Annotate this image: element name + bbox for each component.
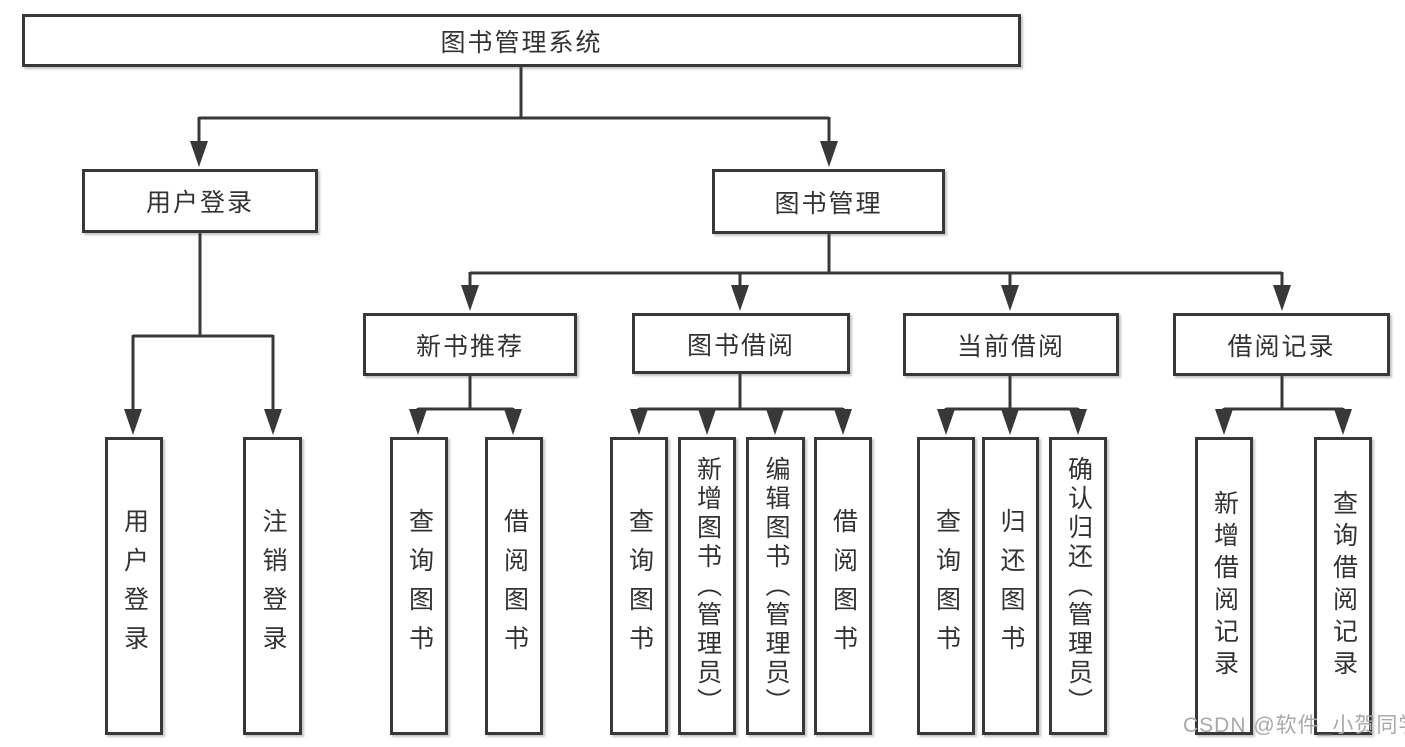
node-book-borrow-label: 图书借阅 bbox=[686, 331, 795, 360]
leaf-borrow-query-book-label: 查询图书 bbox=[625, 508, 654, 664]
node-root: 图书管理系统 bbox=[22, 14, 1021, 67]
leaf-borrow-add-book-admin-label: 新增图书（管理员） bbox=[693, 455, 722, 717]
leaf-records-add-record: 新增借阅记录 bbox=[1195, 437, 1253, 735]
node-current-borrow: 当前借阅 bbox=[903, 313, 1119, 376]
node-root-label: 图书管理系统 bbox=[440, 28, 603, 57]
node-borrow-records: 借阅记录 bbox=[1173, 313, 1390, 376]
leaf-recommend-query-book: 查询图书 bbox=[390, 437, 448, 735]
node-new-book-recommend: 新书推荐 bbox=[363, 313, 577, 376]
leaf-current-query-book-label: 查询图书 bbox=[932, 508, 961, 664]
node-user-login: 用户登录 bbox=[82, 169, 318, 233]
leaf-borrow-borrow-book-label: 借阅图书 bbox=[829, 508, 858, 664]
node-borrow-records-label: 借阅记录 bbox=[1227, 332, 1336, 361]
node-user-login-label: 用户登录 bbox=[145, 189, 254, 217]
node-new-book-recommend-label: 新书推荐 bbox=[415, 332, 524, 361]
leaf-borrow-edit-book-admin-label: 编辑图书（管理员） bbox=[762, 455, 790, 717]
leaf-current-query-book: 查询图书 bbox=[917, 437, 975, 735]
leaf-borrow-edit-book-admin: 编辑图书（管理员） bbox=[746, 437, 805, 735]
leaf-current-confirm-return-admin-label: 确认归还（管理员） bbox=[1064, 455, 1093, 717]
leaf-recommend-query-book-label: 查询图书 bbox=[405, 508, 434, 664]
leaf-current-return-book: 归还图书 bbox=[982, 437, 1039, 735]
leaf-current-confirm-return-admin: 确认归还（管理员） bbox=[1049, 437, 1107, 735]
leaf-records-add-record-label: 新增借阅记录 bbox=[1210, 490, 1239, 682]
csdn-watermark: CSDN @软件_小贺同学 bbox=[1183, 714, 1405, 737]
leaf-logout-label: 注销登录 bbox=[259, 508, 287, 664]
leaf-borrow-query-book: 查询图书 bbox=[610, 437, 668, 735]
leaf-records-query-record: 查询借阅记录 bbox=[1314, 437, 1372, 735]
node-book-borrow: 图书借阅 bbox=[632, 313, 850, 374]
leaf-borrow-borrow-book: 借阅图书 bbox=[814, 437, 872, 735]
leaf-logout: 注销登录 bbox=[243, 437, 302, 735]
leaf-current-return-book-label: 归还图书 bbox=[997, 508, 1025, 664]
node-book-management-label: 图书管理 bbox=[774, 189, 883, 218]
node-book-management: 图书管理 bbox=[712, 169, 945, 234]
leaf-user-login-label: 用户登录 bbox=[120, 508, 149, 664]
leaf-recommend-borrow-book-label: 借阅图书 bbox=[500, 508, 529, 664]
leaf-records-query-record-label: 查询借阅记录 bbox=[1329, 490, 1358, 682]
node-current-borrow-label: 当前借阅 bbox=[956, 332, 1065, 361]
leaf-user-login: 用户登录 bbox=[105, 437, 163, 735]
leaf-recommend-borrow-book: 借阅图书 bbox=[485, 437, 543, 735]
leaf-borrow-add-book-admin: 新增图书（管理员） bbox=[678, 437, 736, 735]
